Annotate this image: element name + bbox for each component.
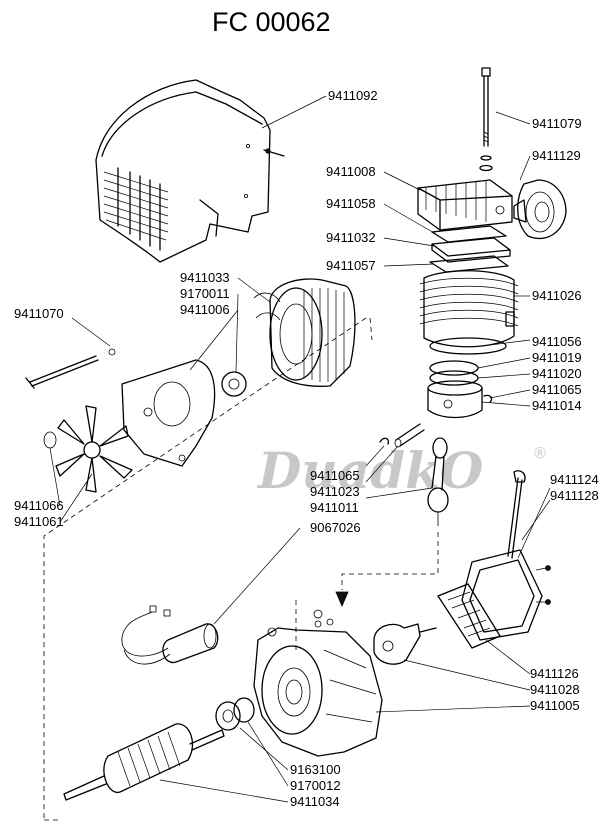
label-crankcase-gasket: 9411126 [530,666,579,681]
endshield-part [121,359,216,467]
fan-part [43,405,133,493]
connecting-rod-part [427,437,449,526]
label-cylinder-screw: 9411056 [532,334,582,349]
crankcase-cover-part [461,549,551,641]
label-air-filter: 9411129 [532,148,581,163]
cylinder-gasket-part [429,255,509,273]
label-piston: 9411014 [532,398,582,413]
watermark-registered-mark: ® [534,445,546,462]
stator-part [253,278,356,387]
air-filter-part [513,179,567,240]
label-cylinder-head: 9411008 [326,164,376,179]
piston-pin-part [394,423,425,448]
label-piston-circlip: 9411065 [532,382,582,397]
piston-circlip-part [483,394,493,403]
label-breather: 9411128 [550,488,599,503]
label-dipstick: 9411124 [550,472,599,487]
label-bearing: 9163100 [290,762,341,777]
head-gasket-part [431,225,507,243]
capacitor-part [121,605,219,665]
label-long-bolt: 9411079 [532,116,582,131]
cylinder-head-part [417,179,513,231]
assembly-arrow [335,591,349,608]
piston-part [427,380,483,419]
label-piston-pin: 9411023 [310,484,360,499]
hood-part [95,79,285,263]
label-ring-1: 9411019 [532,350,582,365]
crankcase-bearing-part [215,697,255,731]
label-counterweight: 9411028 [530,682,580,697]
crankcase-gasket-part [437,583,501,649]
label-rotor: 9411034 [290,794,340,809]
crankcase-top-screws [313,609,334,626]
label-ring-2: 9411020 [532,366,582,381]
label-fan: 9411061 [14,514,64,529]
label-cylinder-gasket: 9411057 [326,258,376,273]
label-fan-washer: 9411066 [14,498,64,513]
label-cylinder: 9411026 [532,288,582,303]
part-labels: 9411092 9411079 9411129 9411008 9411058 … [14,88,599,809]
tie-rod-part [25,348,116,389]
label-valve-plate: 9411032 [326,230,376,245]
label-hood: 9411092 [328,88,378,103]
crankcase-part [253,620,383,757]
label-connecting-rod: 9411011 [310,500,359,515]
cylinder-part [419,270,519,355]
leader-lines [49,95,551,803]
counterweight-part [373,623,437,665]
label-stator-1: 9411033 [180,270,230,285]
watermark-logo: DuadkO [256,441,484,500]
stator-bearing-part [221,371,247,397]
dipstick-part [507,470,526,559]
page-title: FC 00062 [212,7,331,37]
label-crankcase: 9411005 [530,698,580,713]
label-stator-3: 9411006 [180,302,230,317]
assembly-lines [43,317,439,821]
label-tie-rod: 9411070 [14,306,64,321]
label-head-gasket: 9411058 [326,196,376,211]
label-stator-2: 9170011 [180,286,230,301]
label-capacitor: 9067026 [310,520,361,535]
long-bolt-part [479,67,493,172]
valve-plate-part [431,237,511,263]
pin-circlip-part [379,437,390,445]
label-pin-circlip: 9411065 [310,468,360,483]
rotor-part [63,723,225,801]
watermark: DuadkO ® [256,441,546,500]
label-bearing-2: 9170012 [290,778,341,793]
